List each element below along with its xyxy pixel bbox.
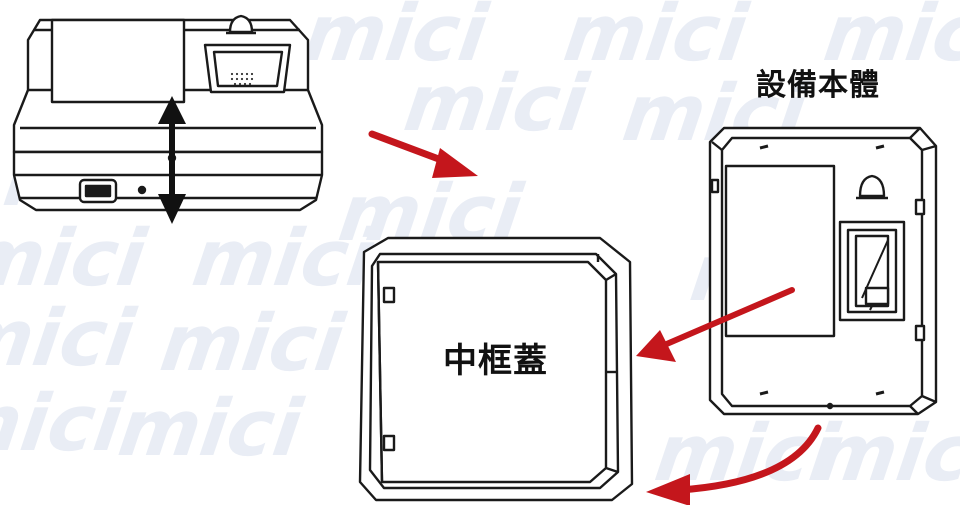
speaker-grille-icon: [230, 72, 254, 86]
up-down-arrow-icon: [158, 96, 186, 224]
watermark-text: mici: [155, 298, 350, 389]
arrow-right-down-icon: [368, 130, 478, 178]
frame-clip: [382, 286, 396, 304]
device-front-view: [12, 14, 324, 212]
watermark-text: mici: [299, 0, 494, 79]
middle-frame-cover-label: 中框蓋: [443, 341, 548, 381]
bell-icon: [226, 14, 256, 35]
watermark-text: mici: [113, 383, 308, 474]
watermark-text: mici: [810, 408, 960, 499]
curved-arrow-icon: [646, 424, 822, 505]
watermark-text: mici: [0, 378, 129, 469]
watermark-text: mici: [399, 58, 594, 149]
screen: [50, 18, 186, 104]
fingerprint-sensor-icon: [838, 220, 906, 322]
device-body-label: 設備本體: [756, 68, 880, 103]
watermark-text: mici: [187, 213, 382, 304]
device-body: [708, 126, 938, 416]
middle-frame-cover: [358, 236, 634, 502]
arrow-left-icon: [636, 287, 795, 362]
watermark-text: mici: [559, 0, 754, 79]
frame-clip: [382, 434, 396, 452]
watermark-text: mici: [0, 213, 152, 304]
watermark-text: mici: [0, 293, 141, 384]
watermark-text: mici: [819, 0, 960, 79]
usb-port-icon: [78, 178, 118, 204]
bell-icon: [856, 174, 888, 200]
